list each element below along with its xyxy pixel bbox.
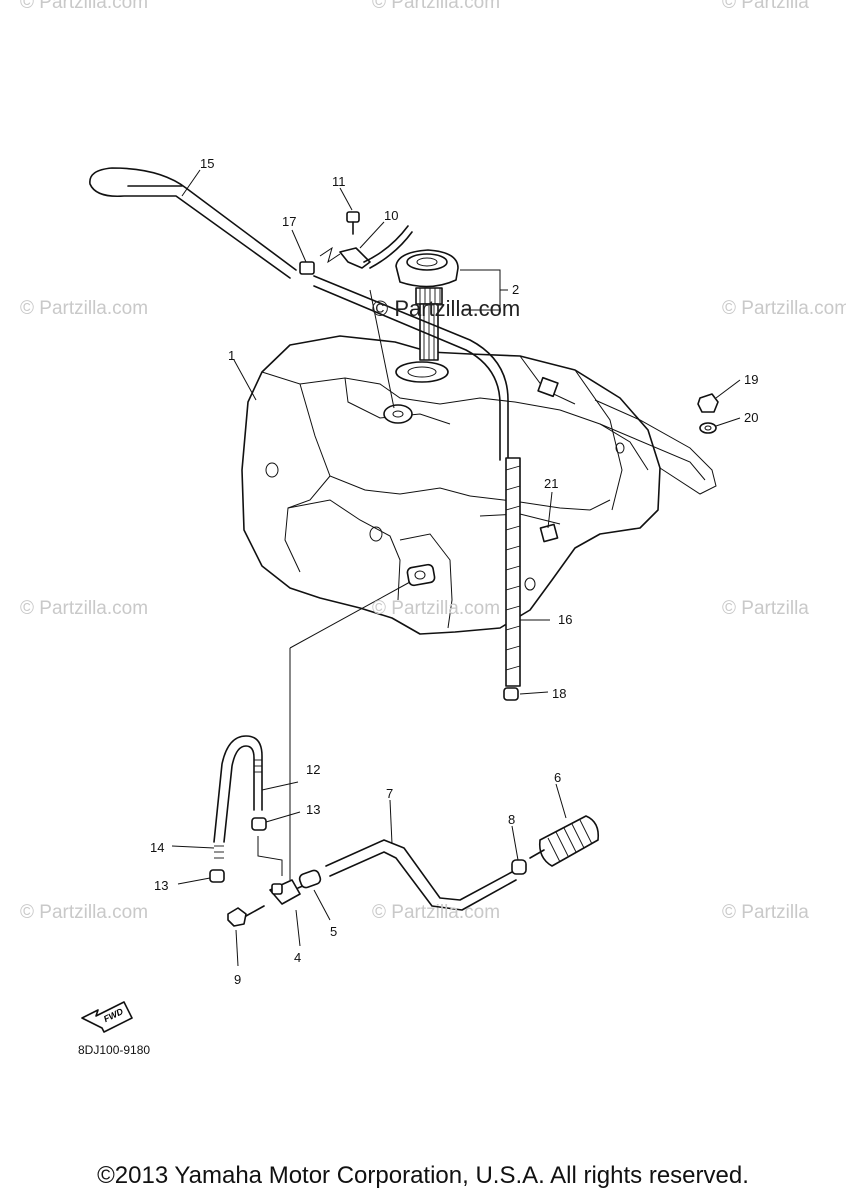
callout-11: 11 <box>332 174 346 189</box>
callout-12: 12 <box>306 762 320 777</box>
watermark: © Partzilla.com <box>372 0 501 13</box>
callout-14: 14 <box>150 840 164 855</box>
diagram-code: 8DJ100-9180 <box>78 1043 151 1057</box>
hose-clamp <box>209 869 225 883</box>
assembly-guide-line <box>289 581 411 649</box>
callout-17: 17 <box>282 214 296 229</box>
fuel-filter <box>529 815 600 867</box>
callout-2: 2 <box>512 282 519 297</box>
callout-6: 6 <box>554 770 561 785</box>
watermark: © Partzilla.com <box>372 598 501 619</box>
callout-labels: 1 2 4 5 6 7 8 9 10 11 12 13 13 14 15 16 … <box>150 156 758 987</box>
vent-bracket <box>319 225 413 269</box>
watermark: © Partzilla <box>722 902 809 923</box>
hose-end-cap <box>503 687 519 701</box>
callout-19: 19 <box>744 372 758 387</box>
screw <box>227 905 265 927</box>
watermark: © Partzilla.com <box>20 598 149 619</box>
watermark: © Partzilla.com <box>372 296 521 321</box>
callout-9: 9 <box>234 972 241 987</box>
washer <box>699 422 717 434</box>
callout-4: 4 <box>294 950 301 965</box>
copyright-notice: ©2013 Yamaha Motor Corporation, U.S.A. A… <box>97 1162 749 1189</box>
watermark: © Partzilla.com <box>722 298 846 319</box>
vent-hose <box>89 167 297 279</box>
leader-lines <box>171 169 741 967</box>
watermark: © Partzilla <box>722 0 809 13</box>
assembly-guide-line <box>257 836 283 876</box>
nut <box>697 393 719 413</box>
forward-direction-arrow-icon: FWD <box>81 1001 133 1033</box>
joint <box>298 869 322 889</box>
callout-21: 21 <box>544 476 558 491</box>
fuel-hose-loop <box>213 735 263 859</box>
watermark: © Partzilla <box>722 598 809 619</box>
callout-16: 16 <box>558 612 572 627</box>
hose-clamp <box>251 817 267 831</box>
watermark: © Partzilla.com <box>20 902 149 923</box>
callout-20: 20 <box>744 410 758 425</box>
callout-13-upper: 13 <box>306 802 320 817</box>
callout-5: 5 <box>330 924 337 939</box>
callout-18: 18 <box>552 686 566 701</box>
callout-13-lower: 13 <box>154 878 168 893</box>
callout-1: 1 <box>228 348 235 363</box>
hose-clip <box>511 859 527 875</box>
watermark: © Partzilla.com <box>20 0 149 13</box>
callout-10: 10 <box>384 208 398 223</box>
callout-8: 8 <box>508 812 515 827</box>
fuel-tank <box>241 335 717 635</box>
hose-clamp <box>299 261 315 275</box>
drain-hose <box>313 275 521 687</box>
fuel-pipe <box>325 839 517 911</box>
callout-15: 15 <box>200 156 214 171</box>
bolt <box>346 211 360 235</box>
callout-7: 7 <box>386 786 393 801</box>
watermark: © Partzilla.com <box>372 902 501 923</box>
watermark: © Partzilla.com <box>20 298 149 319</box>
filler-cap <box>395 249 459 361</box>
